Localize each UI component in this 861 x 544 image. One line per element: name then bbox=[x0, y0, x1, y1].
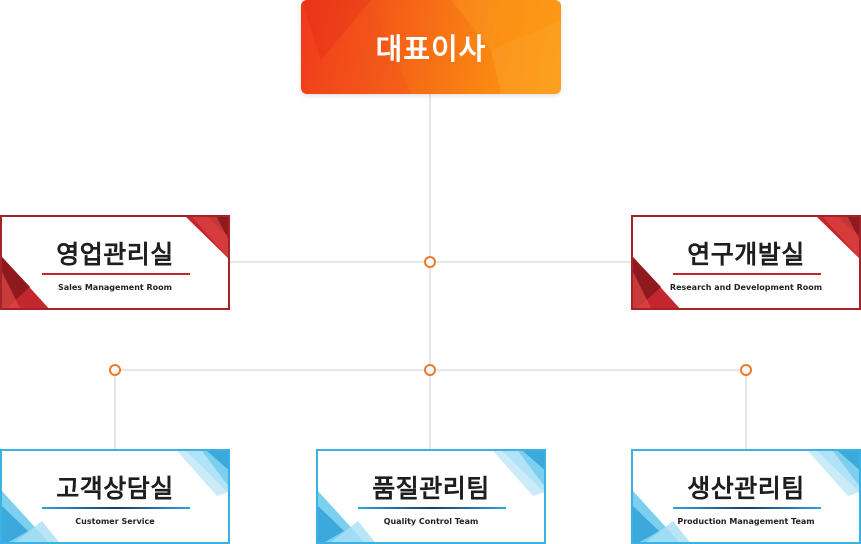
dept-customer: 고객상담실 Customer Service bbox=[0, 449, 230, 544]
blue-corner-pattern bbox=[2, 451, 228, 542]
lower-junction-node-center bbox=[424, 364, 436, 376]
dept-customer-name: 고객상담실 bbox=[56, 474, 174, 503]
dept-sales-name: 영업관리실 bbox=[56, 240, 174, 269]
ceo-box: 대표이사 bbox=[301, 0, 561, 94]
dept-quality-name: 품질관리팀 bbox=[372, 474, 490, 503]
dept-rnd-english: Research and Development Room bbox=[669, 283, 823, 292]
upper-junction-node bbox=[424, 256, 436, 268]
dept-production: 생산관리팀 Production Management Team bbox=[631, 449, 861, 544]
dept-rnd: 연구개발실 Research and Development Room bbox=[631, 215, 861, 310]
dept-production-underline bbox=[673, 507, 821, 509]
dept-sales: 영업관리실 Sales Management Room bbox=[0, 215, 230, 310]
dept-sales-english: Sales Management Room bbox=[57, 283, 173, 292]
blue-corner-pattern bbox=[633, 451, 859, 542]
dept-customer-english: Customer Service bbox=[75, 517, 155, 526]
dept-customer-underline bbox=[42, 507, 190, 509]
dept-quality-english: Quality Control Team bbox=[383, 517, 479, 526]
dept-rnd-name: 연구개발실 bbox=[687, 240, 805, 269]
dept-rnd-underline bbox=[673, 273, 821, 275]
dept-production-name: 생산관리팀 bbox=[687, 474, 805, 503]
lower-junction-node-right bbox=[740, 364, 752, 376]
red-corner-pattern bbox=[2, 217, 228, 308]
dept-sales-underline bbox=[42, 273, 190, 275]
dept-quality: 품질관리팀 Quality Control Team bbox=[316, 449, 546, 544]
blue-corner-pattern bbox=[318, 451, 544, 542]
red-corner-pattern bbox=[633, 217, 859, 308]
ceo-polygon-pattern bbox=[301, 0, 561, 94]
ceo-label: 대표이사 bbox=[375, 32, 487, 66]
dept-quality-underline bbox=[358, 507, 506, 509]
dept-production-english: Production Management Team bbox=[677, 517, 815, 526]
lower-junction-node-left bbox=[109, 364, 121, 376]
